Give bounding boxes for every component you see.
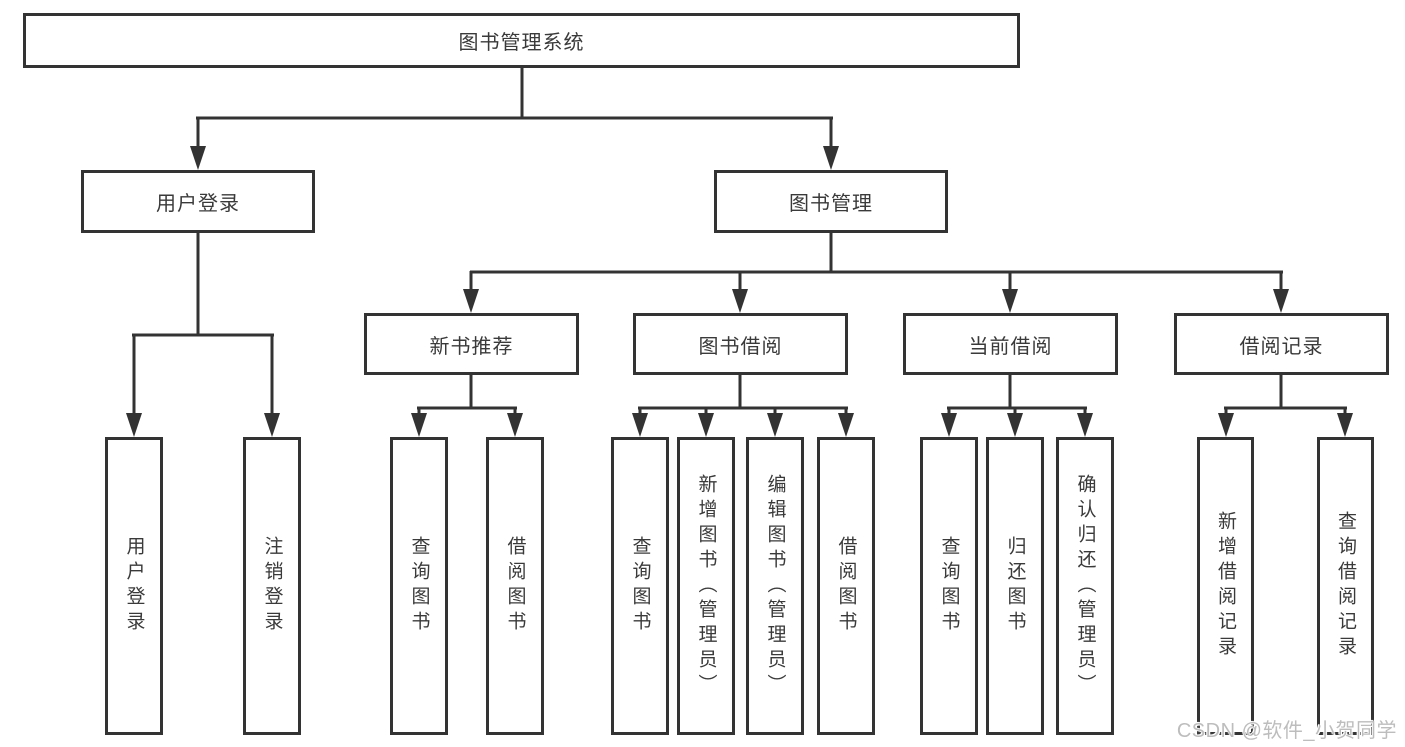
edge-user-login-to-leaves xyxy=(126,233,280,437)
leaf-add-book-admin-label: 新增图书（管理员） xyxy=(695,473,717,699)
node-new-book-recommend-label: 新书推荐 xyxy=(429,335,514,358)
edge-root-to-level2 xyxy=(190,68,839,170)
leaf-query-book-recommend-label: 查询图书 xyxy=(408,536,430,636)
leaf-borrow-book: 借阅图书 xyxy=(817,437,875,735)
leaf-query-book-borrow-label: 查询图书 xyxy=(629,536,651,636)
leaf-borrow-book-recommend-label: 借阅图书 xyxy=(504,536,526,636)
leaf-add-borrow-record: 新增借阅记录 xyxy=(1197,437,1254,735)
leaf-logout: 注销登录 xyxy=(243,437,301,735)
leaf-query-book-current: 查询图书 xyxy=(920,437,978,735)
node-current-borrow-label: 当前借阅 xyxy=(968,335,1053,358)
node-borrow-record-label: 借阅记录 xyxy=(1239,335,1324,358)
edge-current-borrow-to-leaves xyxy=(941,375,1093,437)
node-user-login: 用户登录 xyxy=(81,170,315,233)
leaf-query-book-borrow: 查询图书 xyxy=(611,437,669,735)
leaf-return-book: 归还图书 xyxy=(986,437,1044,735)
leaf-add-borrow-record-label: 新增借阅记录 xyxy=(1215,511,1236,661)
edge-book-management-to-level3 xyxy=(463,233,1289,313)
leaf-borrow-book-recommend: 借阅图书 xyxy=(486,437,544,735)
node-root-label: 图书管理系统 xyxy=(458,32,585,54)
node-current-borrow: 当前借阅 xyxy=(903,313,1118,375)
node-book-management: 图书管理 xyxy=(714,170,948,233)
leaf-edit-book-admin-label: 编辑图书（管理员） xyxy=(764,473,786,699)
leaf-user-login: 用户登录 xyxy=(105,437,163,735)
node-book-management-label: 图书管理 xyxy=(789,193,873,215)
leaf-confirm-return-admin-label: 确认归还（管理员） xyxy=(1074,473,1096,699)
leaf-edit-book-admin: 编辑图书（管理员） xyxy=(746,437,804,735)
leaf-query-book-current-label: 查询图书 xyxy=(938,536,960,636)
leaf-user-login-label: 用户登录 xyxy=(123,536,145,636)
leaf-confirm-return-admin: 确认归还（管理员） xyxy=(1056,437,1114,735)
leaf-query-borrow-record: 查询借阅记录 xyxy=(1317,437,1374,735)
edge-book-borrow-to-leaves xyxy=(632,375,854,437)
node-user-login-label: 用户登录 xyxy=(156,193,240,215)
leaf-query-book-recommend: 查询图书 xyxy=(390,437,448,735)
node-new-book-recommend: 新书推荐 xyxy=(364,313,579,375)
leaf-borrow-book-label: 借阅图书 xyxy=(835,536,857,636)
leaf-return-book-label: 归还图书 xyxy=(1004,536,1026,636)
node-borrow-record: 借阅记录 xyxy=(1174,313,1389,375)
leaf-logout-label: 注销登录 xyxy=(261,536,283,636)
edge-borrow-record-to-leaves xyxy=(1218,375,1353,437)
leaf-add-book-admin: 新增图书（管理员） xyxy=(677,437,735,735)
node-book-borrow: 图书借阅 xyxy=(633,313,848,375)
node-root-library-system: 图书管理系统 xyxy=(23,13,1020,68)
edge-new-book-to-leaves xyxy=(411,375,523,437)
csdn-watermark: CSDN @软件_小贺同学 xyxy=(1176,720,1397,742)
leaf-query-borrow-record-label: 查询借阅记录 xyxy=(1335,511,1356,661)
node-book-borrow-label: 图书借阅 xyxy=(698,335,783,358)
